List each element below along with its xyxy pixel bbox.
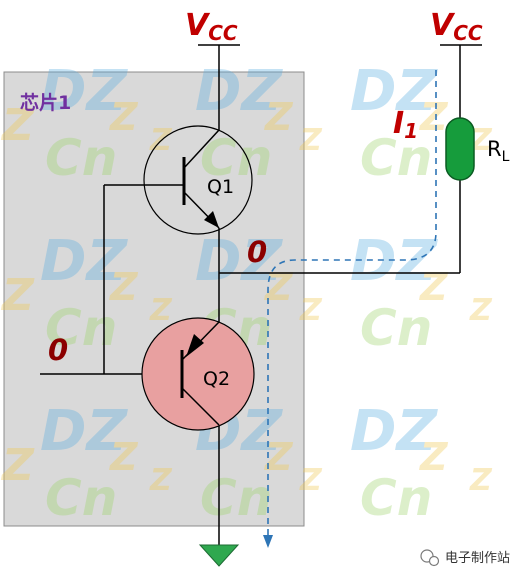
watermark-letter: Z [469,463,493,498]
q1-label: Q1 [207,176,234,198]
watermark-suffix: Cn [360,299,432,357]
transistor-q1: Q1 [143,125,253,235]
watermark-letter: Z [149,293,173,328]
watermark-suffix: Cn [360,129,432,187]
current-arrow-icon [263,535,273,548]
watermark-suffix: Cn [200,129,272,187]
transistor-q2: Q2 [141,317,255,431]
vcc-label-right: VCC [430,8,483,45]
watermark-letter: Z [299,463,323,498]
watermark-suffix: Cn [45,469,117,527]
watermark-letter: Z [0,440,35,491]
chip-boundary [3,71,305,527]
watermark-letter: Z [0,100,35,151]
watermark-letter: Z [419,265,449,309]
ground-icon [198,544,240,567]
watermark-brand: DZ [350,59,438,124]
watermark-letter: Z [469,293,493,328]
current-path [267,70,437,535]
wires [40,45,461,545]
watermark-letter: Z [109,435,139,479]
watermark-suffix: Cn [200,469,272,527]
watermark-letter: Z [419,435,449,479]
watermark-suffix: Cn [45,299,117,357]
footer-credit: 电子制作站 [420,549,510,567]
watermark-letter: Z [149,463,173,498]
watermark-letter: Z [0,270,35,321]
watermark-brand: DZ [40,399,128,464]
footer-credit-text: 电子制作站 [445,551,510,566]
watermark-brand: DZ [195,59,283,124]
current-label: I1 [393,106,418,143]
watermark-brand: DZ [40,229,128,294]
watermark-letter: Z [299,123,323,158]
chip-label: 芯片1 [20,91,71,114]
watermark-brand: DZ [195,229,283,294]
watermark-brand: DZ [40,59,128,124]
watermark-suffix: Cn [45,129,117,187]
watermark-letter: Z [109,265,139,309]
load-resistor: RL [445,117,510,181]
q2-label: Q2 [203,368,230,390]
watermark-letter: Z [299,293,323,328]
output-level-label: 0 [247,235,267,269]
watermark-suffix: Cn [360,469,432,527]
watermark-letter: Z [264,95,294,139]
vcc-label-left: VCC [185,8,238,45]
watermark-letter: Z [264,435,294,479]
watermark-brand: DZ [350,229,438,294]
load-label: RL [487,137,510,165]
watermark-letter: Z [419,95,449,139]
input-level-label: 0 [48,333,68,367]
watermark-brand: DZ [350,399,438,464]
watermark: DZ DZ DZ DZ DZ DZ DZ DZ DZ Cn Cn Cn Cn C… [0,59,493,527]
emitter-arrow-icon [186,334,204,357]
emitter-arrow-icon [204,211,219,228]
watermark-letter: Z [109,95,139,139]
